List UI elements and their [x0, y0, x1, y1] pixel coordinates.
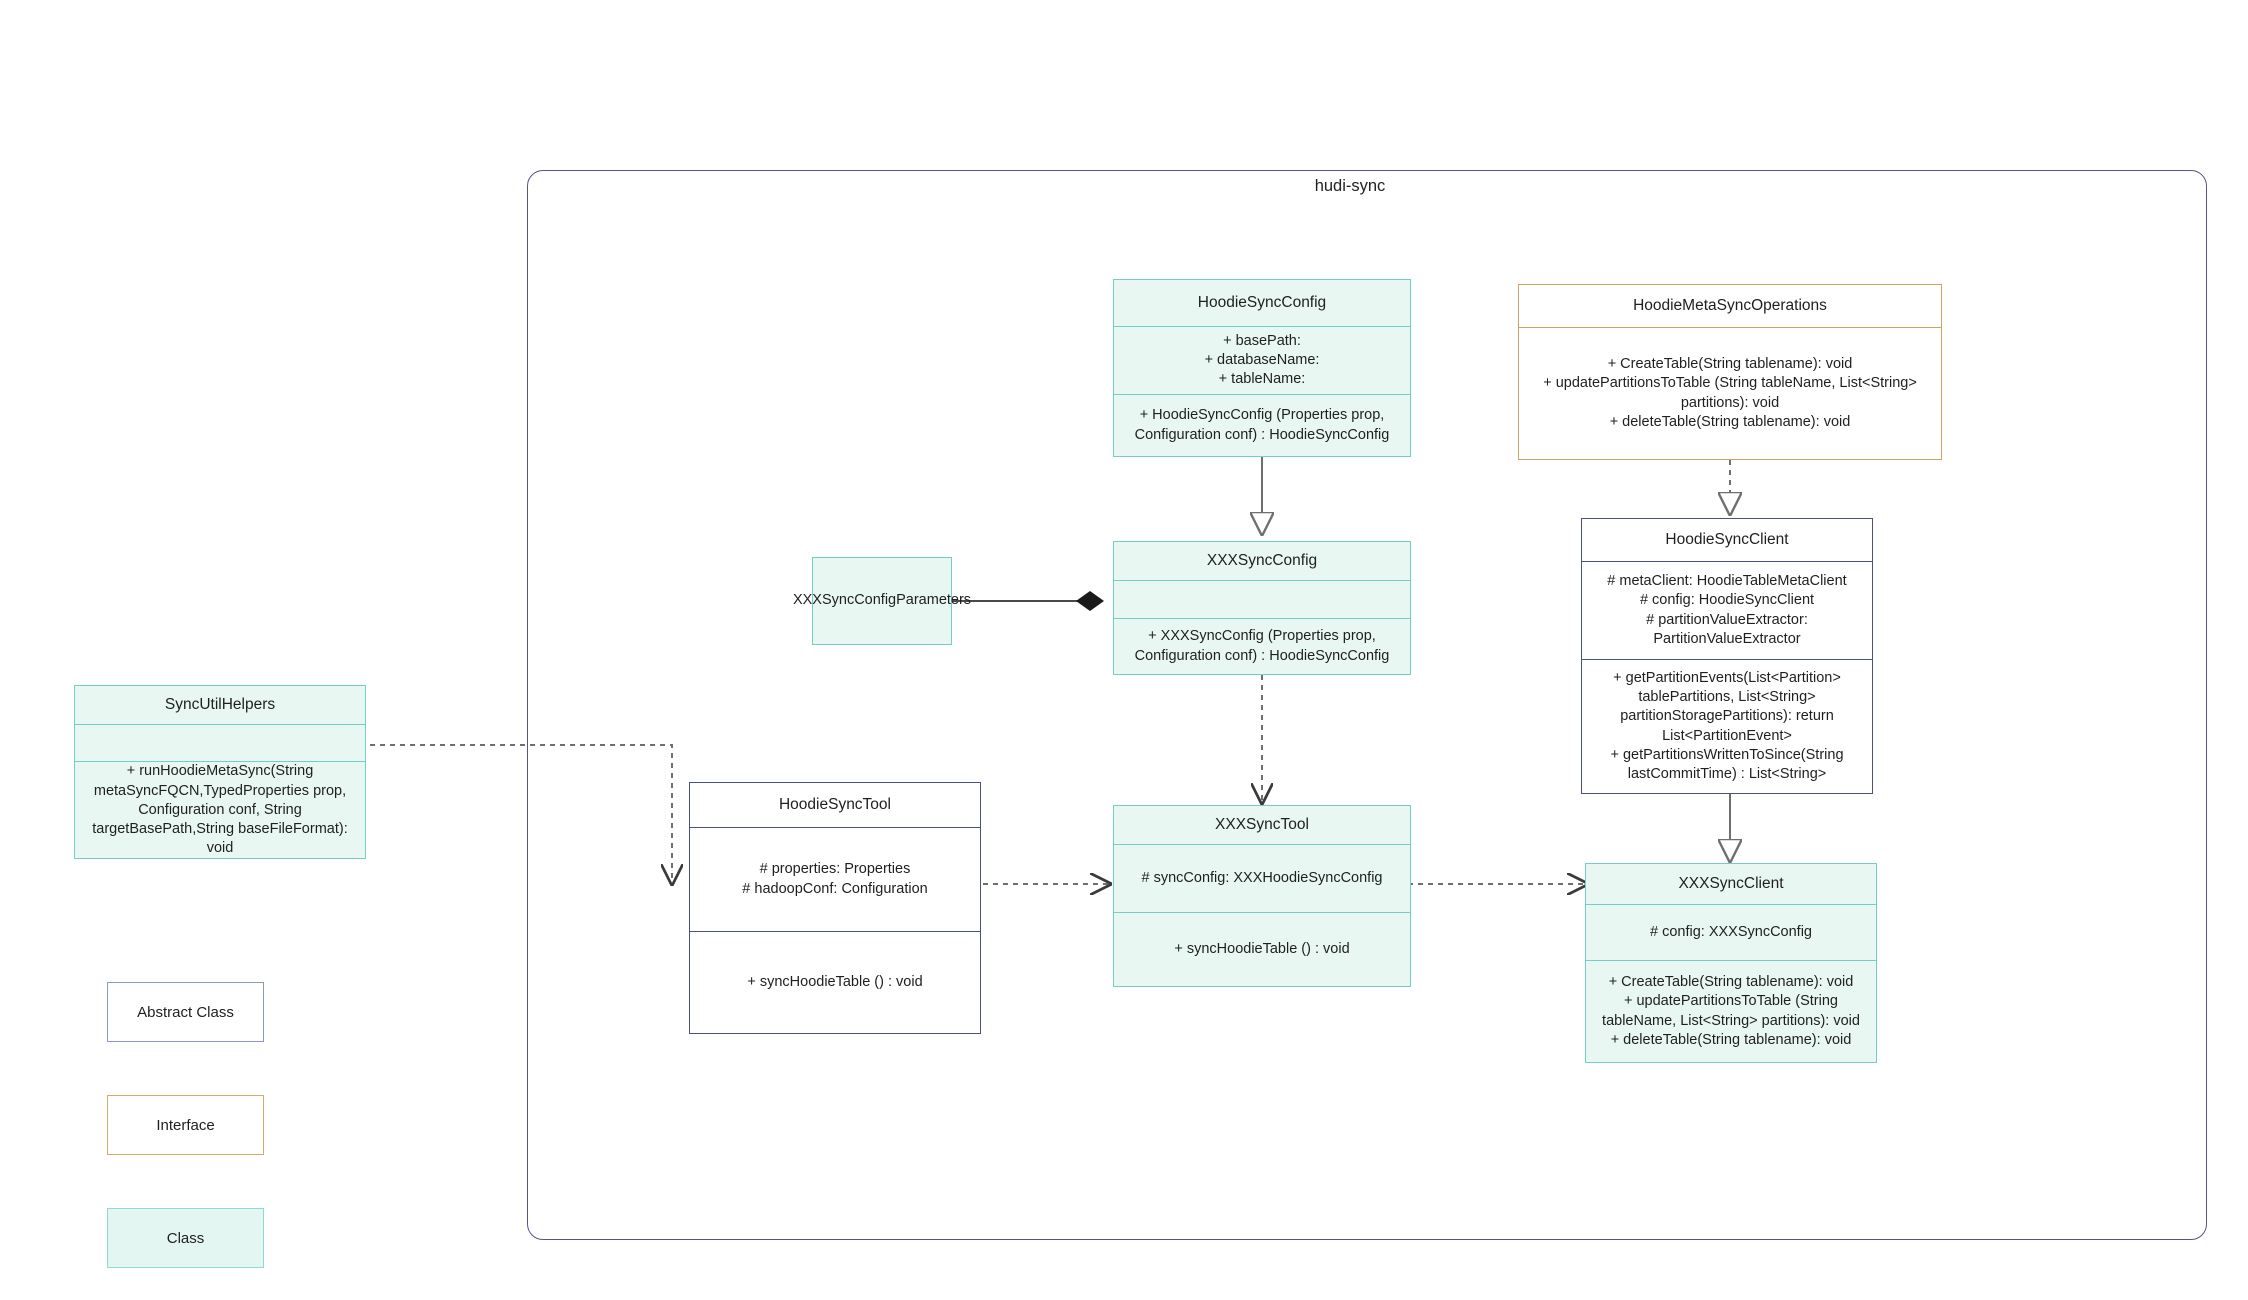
- package-title: hudi-sync: [1314, 177, 1386, 195]
- class-name-hoodie-sync-client: HoodieSyncClient: [1665, 530, 1789, 548]
- legend-class: Class: [107, 1208, 264, 1268]
- legend-abstract-class-label: Abstract Class: [137, 1003, 234, 1021]
- legend-interface-label: Interface: [156, 1116, 215, 1134]
- class-attributes-hoodie-sync-client: # metaClient: HoodieTableMetaClient # co…: [1582, 561, 1872, 659]
- class-methods-xxx-sync-config: + XXXSyncConfig (Properties prop, Config…: [1114, 618, 1410, 674]
- class-attributes-hoodie-sync-tool: # properties: Properties # hadoopConf: C…: [690, 827, 980, 931]
- class-methods-hoodie-sync-client: + getPartitionEvents(List<Partition> tab…: [1582, 659, 1872, 793]
- class-box-hoodie-sync-config[interactable]: HoodieSyncConfig + basePath: + databaseN…: [1113, 279, 1411, 457]
- class-attributes-xxx-sync-tool: # syncConfig: XXXHoodieSyncConfig: [1114, 844, 1410, 912]
- class-methods-hoodie-sync-tool: + syncHoodieTable () : void: [690, 931, 980, 1033]
- class-name-hoodie-sync-tool: HoodieSyncTool: [778, 795, 891, 813]
- class-attributes-sync-util-helpers: [75, 723, 365, 762]
- class-box-xxx-sync-tool[interactable]: XXXSyncTool # syncConfig: XXXHoodieSyncC…: [1113, 805, 1411, 987]
- class-box-xxx-sync-config[interactable]: XXXSyncConfig + XXXSyncConfig (Propertie…: [1113, 541, 1411, 675]
- class-name-sync-util-helpers: SyncUtilHelpers: [164, 695, 276, 713]
- class-name-hoodie-meta-sync-operations: HoodieMetaSyncOperations: [1633, 296, 1827, 314]
- class-attributes-xxx-sync-config: [1114, 580, 1410, 618]
- class-box-xxx-sync-config-parameters[interactable]: XXXSyncConfigParameters: [792, 557, 972, 645]
- class-name-xxx-sync-tool: XXXSyncTool: [1215, 815, 1309, 833]
- class-methods-hoodie-sync-config: + HoodieSyncConfig (Properties prop, Con…: [1114, 394, 1410, 456]
- class-box-hoodie-meta-sync-operations[interactable]: HoodieMetaSyncOperations + CreateTable(S…: [1518, 284, 1942, 460]
- class-name-xxx-sync-config: XXXSyncConfig: [1206, 551, 1318, 569]
- class-box-sync-util-helpers[interactable]: SyncUtilHelpers + runHoodieMetaSync(Stri…: [74, 685, 366, 859]
- class-attributes-xxx-sync-client: # config: XXXSyncConfig: [1586, 904, 1876, 960]
- class-name-hoodie-sync-config: HoodieSyncConfig: [1197, 293, 1327, 311]
- class-methods-sync-util-helpers: + runHoodieMetaSync(String metaSyncFQCN,…: [75, 761, 365, 858]
- class-methods-hoodie-meta-sync-operations: + CreateTable(String tablename): void + …: [1519, 327, 1941, 459]
- class-methods-xxx-sync-client: + CreateTable(String tablename): void + …: [1586, 960, 1876, 1062]
- class-name-xxx-sync-config-parameters: XXXSyncConfigParameters: [792, 592, 972, 609]
- class-box-xxx-sync-client[interactable]: XXXSyncClient # config: XXXSyncConfig + …: [1585, 863, 1877, 1063]
- class-box-hoodie-sync-client[interactable]: HoodieSyncClient # metaClient: HoodieTab…: [1581, 518, 1873, 794]
- class-attributes-hoodie-sync-config: + basePath: + databaseName: + tableName:: [1114, 326, 1410, 394]
- legend-abstract-class: Abstract Class: [107, 982, 264, 1042]
- class-box-hoodie-sync-tool[interactable]: HoodieSyncTool # properties: Properties …: [689, 782, 981, 1034]
- class-name-xxx-sync-client: XXXSyncClient: [1678, 874, 1784, 892]
- class-methods-xxx-sync-tool: + syncHoodieTable () : void: [1114, 912, 1410, 986]
- legend-class-label: Class: [166, 1229, 205, 1247]
- package-hudi-sync: [527, 170, 2207, 1240]
- legend-interface: Interface: [107, 1095, 264, 1155]
